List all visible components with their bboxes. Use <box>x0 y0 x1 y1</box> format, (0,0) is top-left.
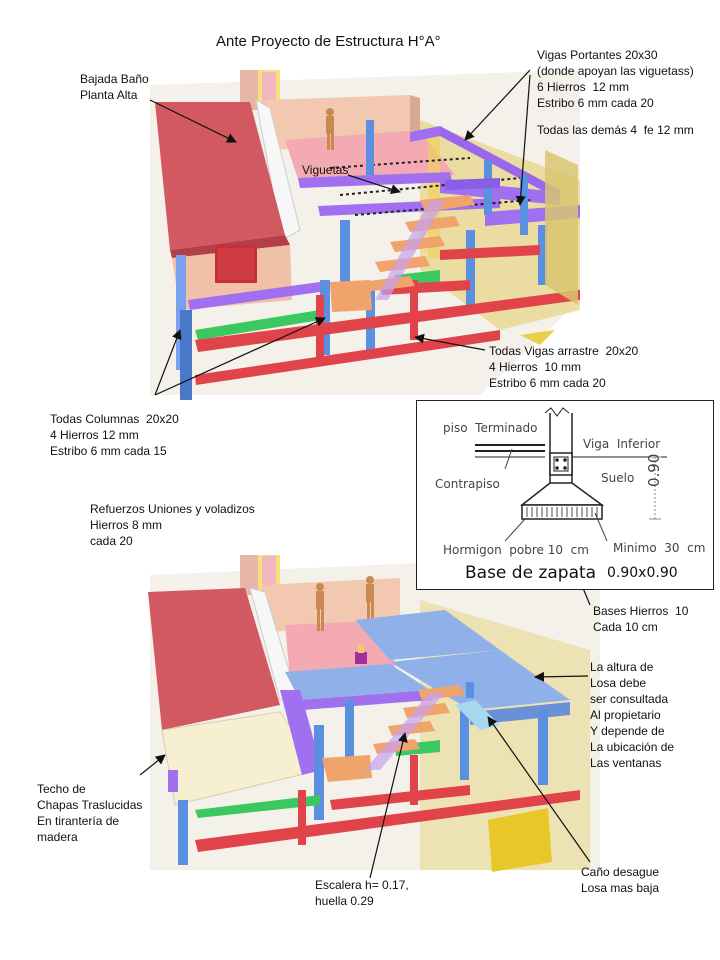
label-bases-hierros: Bases Hierros 10 Cada 10 cm <box>593 604 689 634</box>
label-vigas-portantes: Vigas Portantes 20x30 (donde apoyan las … <box>537 48 694 110</box>
zapata-label-viga: Viga Inferior <box>583 437 661 451</box>
zapata-label-minimo: Minimo 30 cm <box>613 541 706 555</box>
zapata-detail-box: piso Terminado Viga Inferior Contrapiso … <box>416 400 714 590</box>
zapata-base-dim: 0.90x0.90 <box>607 565 678 581</box>
label-escalera: Escalera h= 0.17, huella 0.29 <box>315 878 409 908</box>
zapata-label-contrapiso: Contrapiso <box>435 477 500 491</box>
zapata-label-suelo: Suelo <box>601 471 635 485</box>
label-techo: Techo de Chapas Traslucidas En tiranterí… <box>37 782 143 844</box>
zapata-dim-vertical: 0.90 <box>645 453 663 487</box>
label-cano-desague: Caño desague Losa mas baja <box>581 865 660 895</box>
label-viguetas: Viguetas <box>302 163 349 177</box>
zapata-label-piso: piso Terminado <box>443 421 538 435</box>
zapata-title: Base de zapata <box>465 563 597 583</box>
zapata-label-hormigon: Hormigon pobre 10 cm <box>443 543 589 557</box>
page-title: Ante Proyecto de Estructura H°A° <box>216 33 441 50</box>
person-figure-b <box>366 576 374 622</box>
label-refuerzos: Refuerzos Uniones y voladizos Hierros 8 … <box>90 502 255 548</box>
zapata-section-drawing <box>475 407 667 542</box>
label-todas-las-demas: Todas las demás 4 fe 12 mm <box>537 123 694 137</box>
label-bajada-bano: Bajada Baño Planta Alta <box>80 72 149 102</box>
label-vigas-arrastre: Todas Vigas arrastre 20x20 4 Hierros 10 … <box>489 344 639 390</box>
person-figure-a <box>316 583 324 631</box>
label-altura-losa: La altura de Losa debe ser consultada Al… <box>590 660 675 770</box>
person-figure <box>326 108 334 150</box>
label-columnas: Todas Columnas 20x20 4 Hierros 12 mm Est… <box>50 412 179 458</box>
